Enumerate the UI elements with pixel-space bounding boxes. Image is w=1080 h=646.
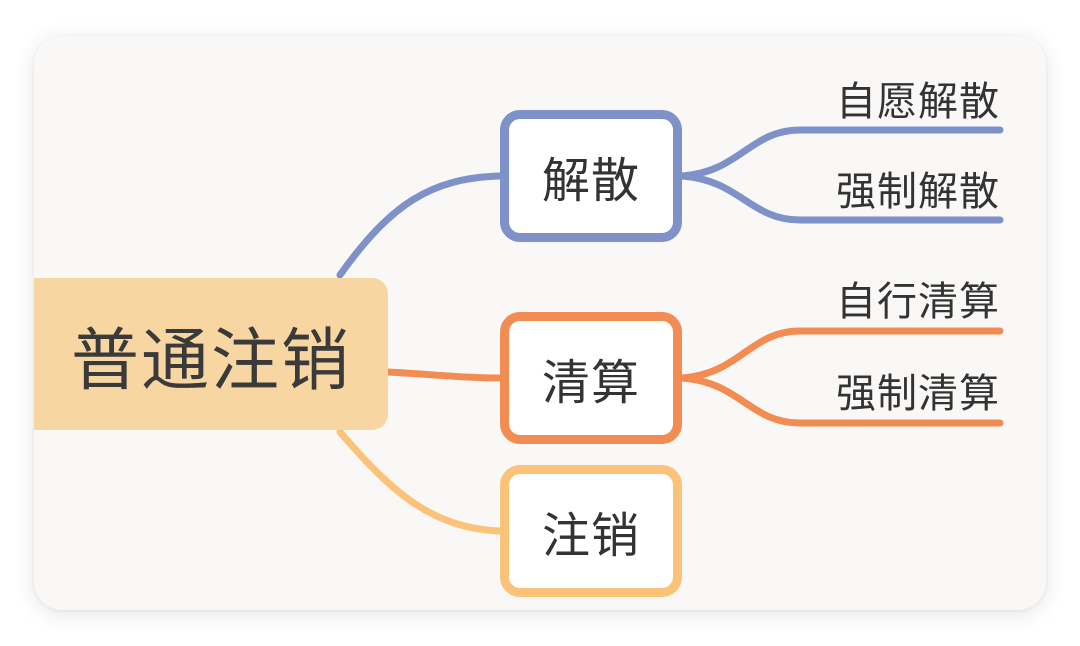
branch-node-deregistration: 注销 bbox=[500, 465, 682, 597]
leaf-label: 自行清算 bbox=[836, 279, 1000, 325]
branch-node-label: 注销 bbox=[541, 508, 640, 564]
branch-node-liquidation: 清算 bbox=[500, 312, 682, 444]
branch-node-dissolution: 解散 bbox=[500, 110, 682, 242]
leaf-label: 强制解散 bbox=[836, 169, 1000, 215]
root-node-label: 普通注销 bbox=[70, 321, 351, 401]
leaf-voluntary-dissolution: 自愿解散 bbox=[800, 72, 1000, 125]
leaf-compulsory-liquidation: 强制清算 bbox=[800, 364, 1000, 417]
root-node: 普通注销 bbox=[34, 278, 388, 430]
branch-node-label: 解散 bbox=[541, 153, 640, 209]
leaf-label: 自愿解散 bbox=[836, 79, 1000, 125]
branch-node-label: 清算 bbox=[541, 355, 640, 411]
leaf-label: 强制清算 bbox=[836, 371, 1000, 417]
leaf-compulsory-dissolution: 强制解散 bbox=[800, 162, 1000, 215]
leaf-self-liquidation: 自行清算 bbox=[800, 272, 1000, 325]
